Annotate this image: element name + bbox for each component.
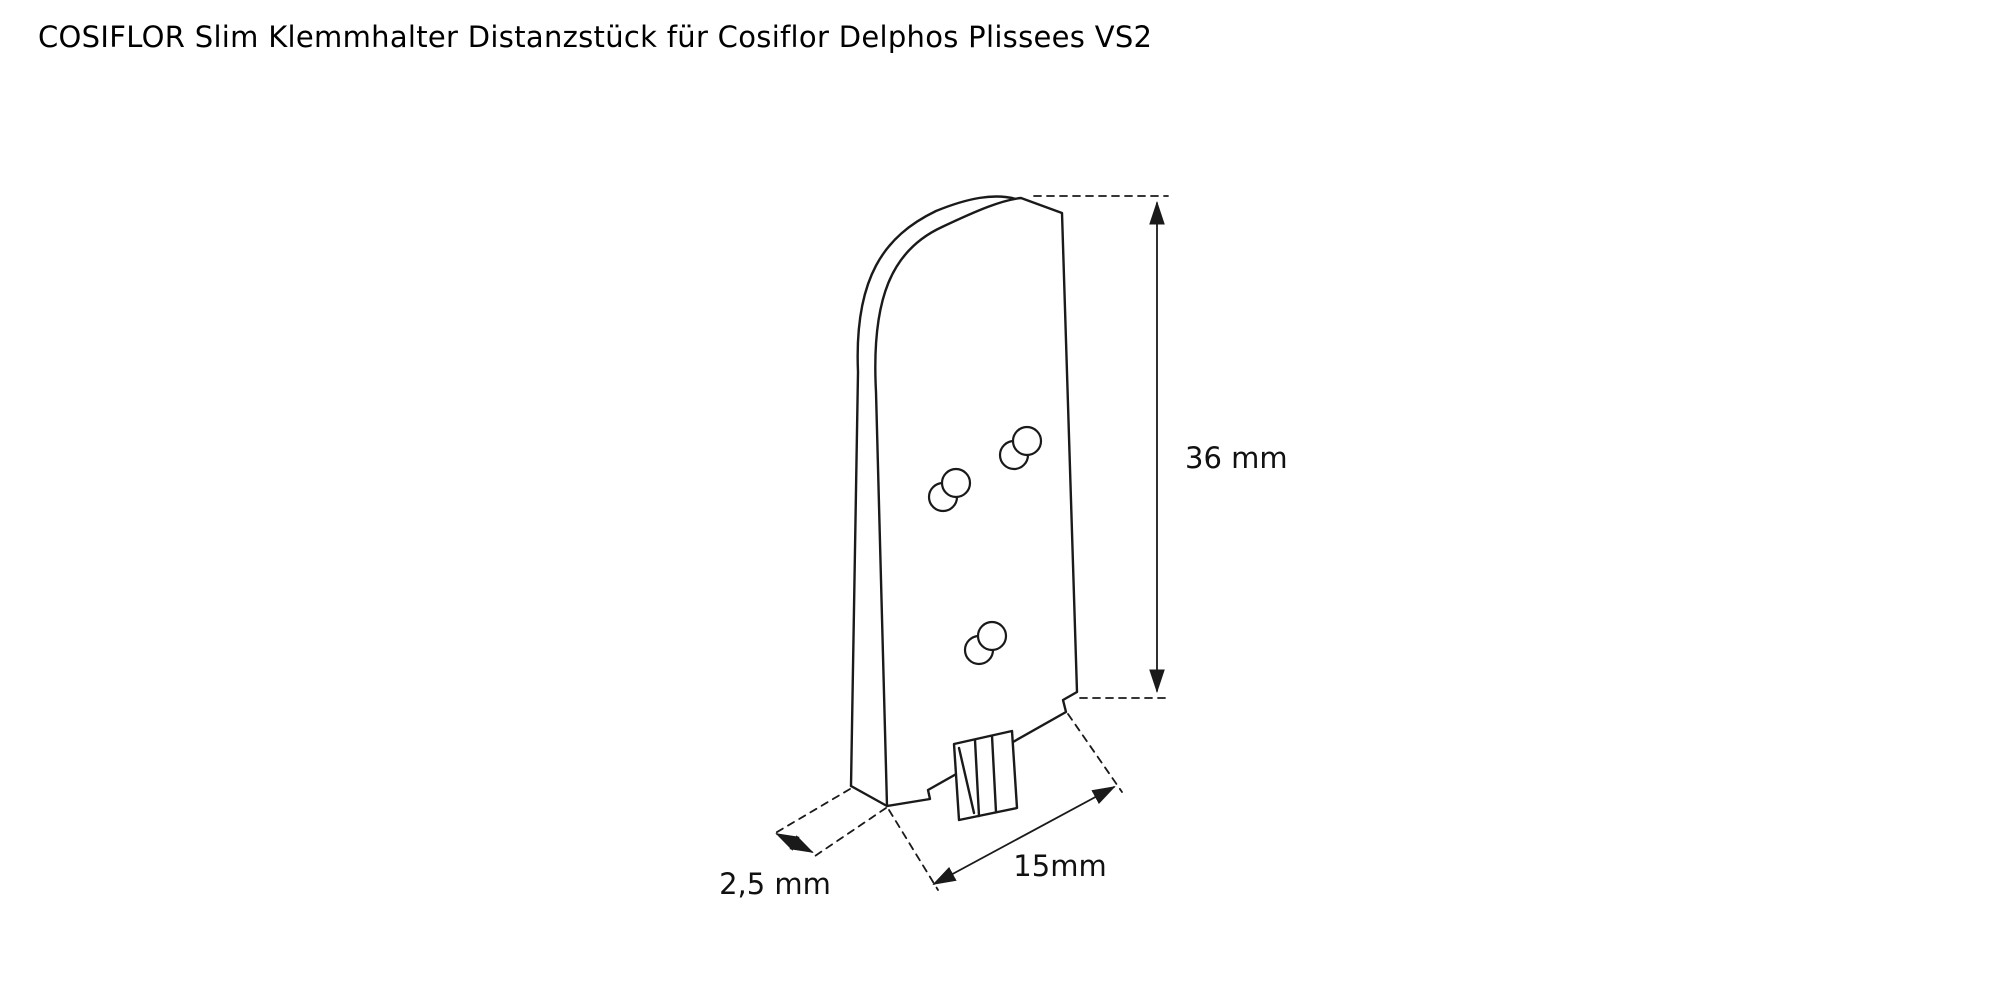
dimension-depth-label: 2,5 mm [719, 867, 831, 901]
dimension-arrow-depth [775, 833, 814, 853]
pin-top [976, 620, 1008, 652]
pin-upper-right [998, 425, 1043, 471]
pin-top [940, 467, 972, 499]
page-title: COSIFLOR Slim Klemmhalter Distanzstück f… [38, 20, 1153, 54]
part-front-face [874, 196, 1079, 808]
clip-tab-body [952, 729, 1019, 822]
dimension-arrow-width [932, 786, 1116, 885]
extension-line-left [888, 809, 939, 891]
dimension-height-label: 36 mm [1185, 441, 1288, 475]
part [849, 195, 1079, 822]
dimension-width: 15mm [888, 713, 1123, 891]
dimension-width-label: 15mm [1013, 849, 1106, 883]
part-side-face [849, 195, 1018, 788]
part-bottom-edge [849, 784, 889, 808]
pin-lower [963, 620, 1008, 666]
pin-upper-left [927, 467, 972, 513]
extension-line-right [1067, 713, 1123, 793]
extension-line-outer [771, 788, 851, 836]
pin-top [1011, 425, 1043, 457]
extension-line-inner [811, 807, 887, 859]
dimensions: 36 mm 15mm 2,5 mm [719, 195, 1288, 901]
dimension-height: 36 mm [1033, 195, 1288, 699]
clip-tab [952, 729, 1019, 822]
dimension-depth: 2,5 mm [719, 788, 887, 901]
